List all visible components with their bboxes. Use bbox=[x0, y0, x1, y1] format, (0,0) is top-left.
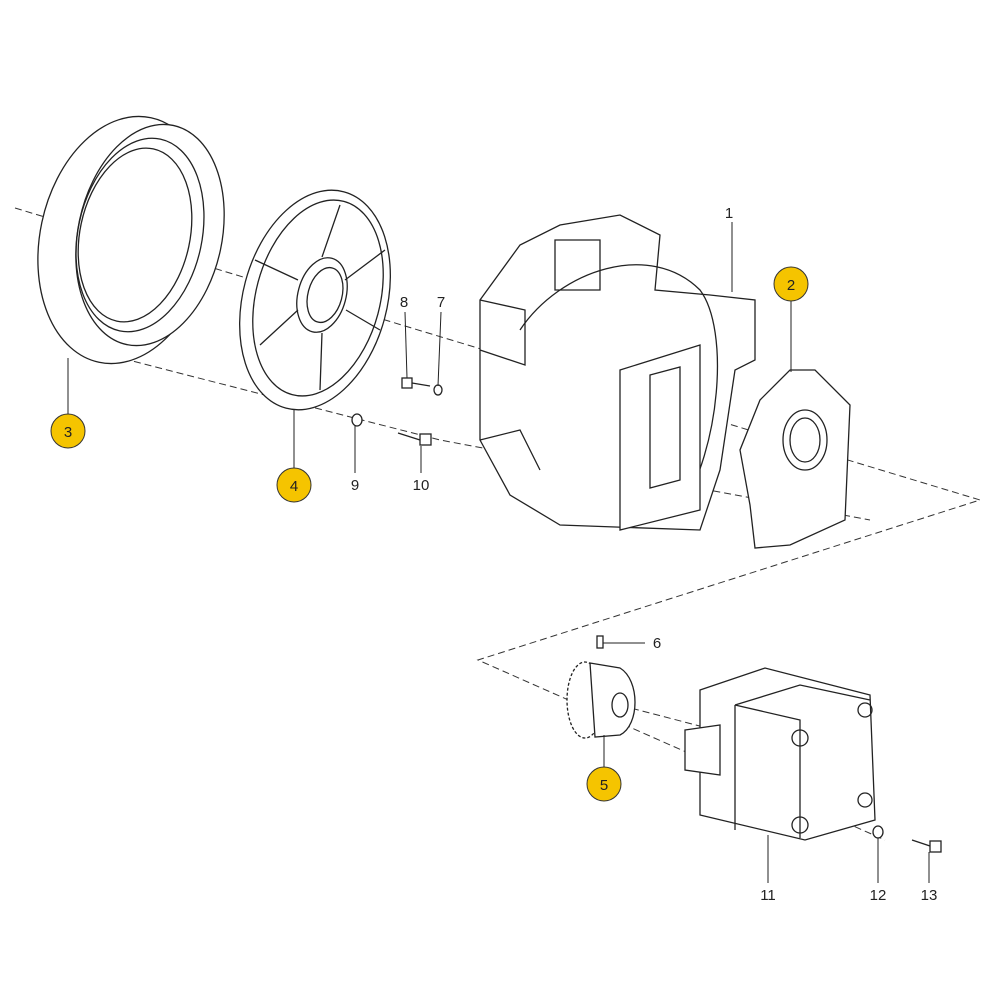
part-7-washer bbox=[433, 384, 443, 396]
part-label-7: 7 bbox=[437, 294, 445, 311]
part-13-screw-head bbox=[929, 840, 942, 853]
part-label-13: 13 bbox=[921, 887, 938, 904]
part-2-adapter-plate bbox=[739, 369, 851, 549]
part-label-8: 8 bbox=[400, 294, 408, 311]
part-label-11: 11 bbox=[760, 887, 776, 904]
part-label-10: 10 bbox=[413, 477, 430, 494]
part-3-bearing-ring bbox=[37, 115, 225, 365]
fasteners-lower bbox=[872, 825, 942, 853]
part-label-1: 1 bbox=[725, 205, 733, 222]
callout-4[interactable]: 4 bbox=[276, 467, 312, 503]
callout-label: 4 bbox=[290, 478, 298, 495]
leader-lines bbox=[67, 222, 930, 883]
fasteners-upper bbox=[351, 377, 443, 446]
callout-label: 5 bbox=[600, 777, 608, 794]
part-4-spoke-plate bbox=[239, 189, 391, 411]
part-11-motor bbox=[684, 667, 876, 841]
callout-label: 2 bbox=[787, 277, 795, 294]
part-label-12: 12 bbox=[870, 887, 887, 904]
part-9-washer bbox=[351, 413, 363, 427]
callout-5[interactable]: 5 bbox=[586, 766, 622, 802]
part-1-bell-housing bbox=[479, 214, 756, 531]
part-6-set-screw bbox=[596, 635, 604, 649]
callout-3[interactable]: 3 bbox=[50, 413, 86, 449]
part-5-gear-coupling bbox=[566, 635, 636, 739]
part-label-9: 9 bbox=[351, 477, 359, 494]
part-8-screw-head bbox=[401, 377, 413, 389]
part-10-screw-head bbox=[419, 433, 432, 446]
callout-2[interactable]: 2 bbox=[773, 266, 809, 302]
part-label-6: 6 bbox=[653, 635, 661, 652]
part-12-washer bbox=[872, 825, 884, 839]
callout-label: 3 bbox=[64, 424, 72, 441]
